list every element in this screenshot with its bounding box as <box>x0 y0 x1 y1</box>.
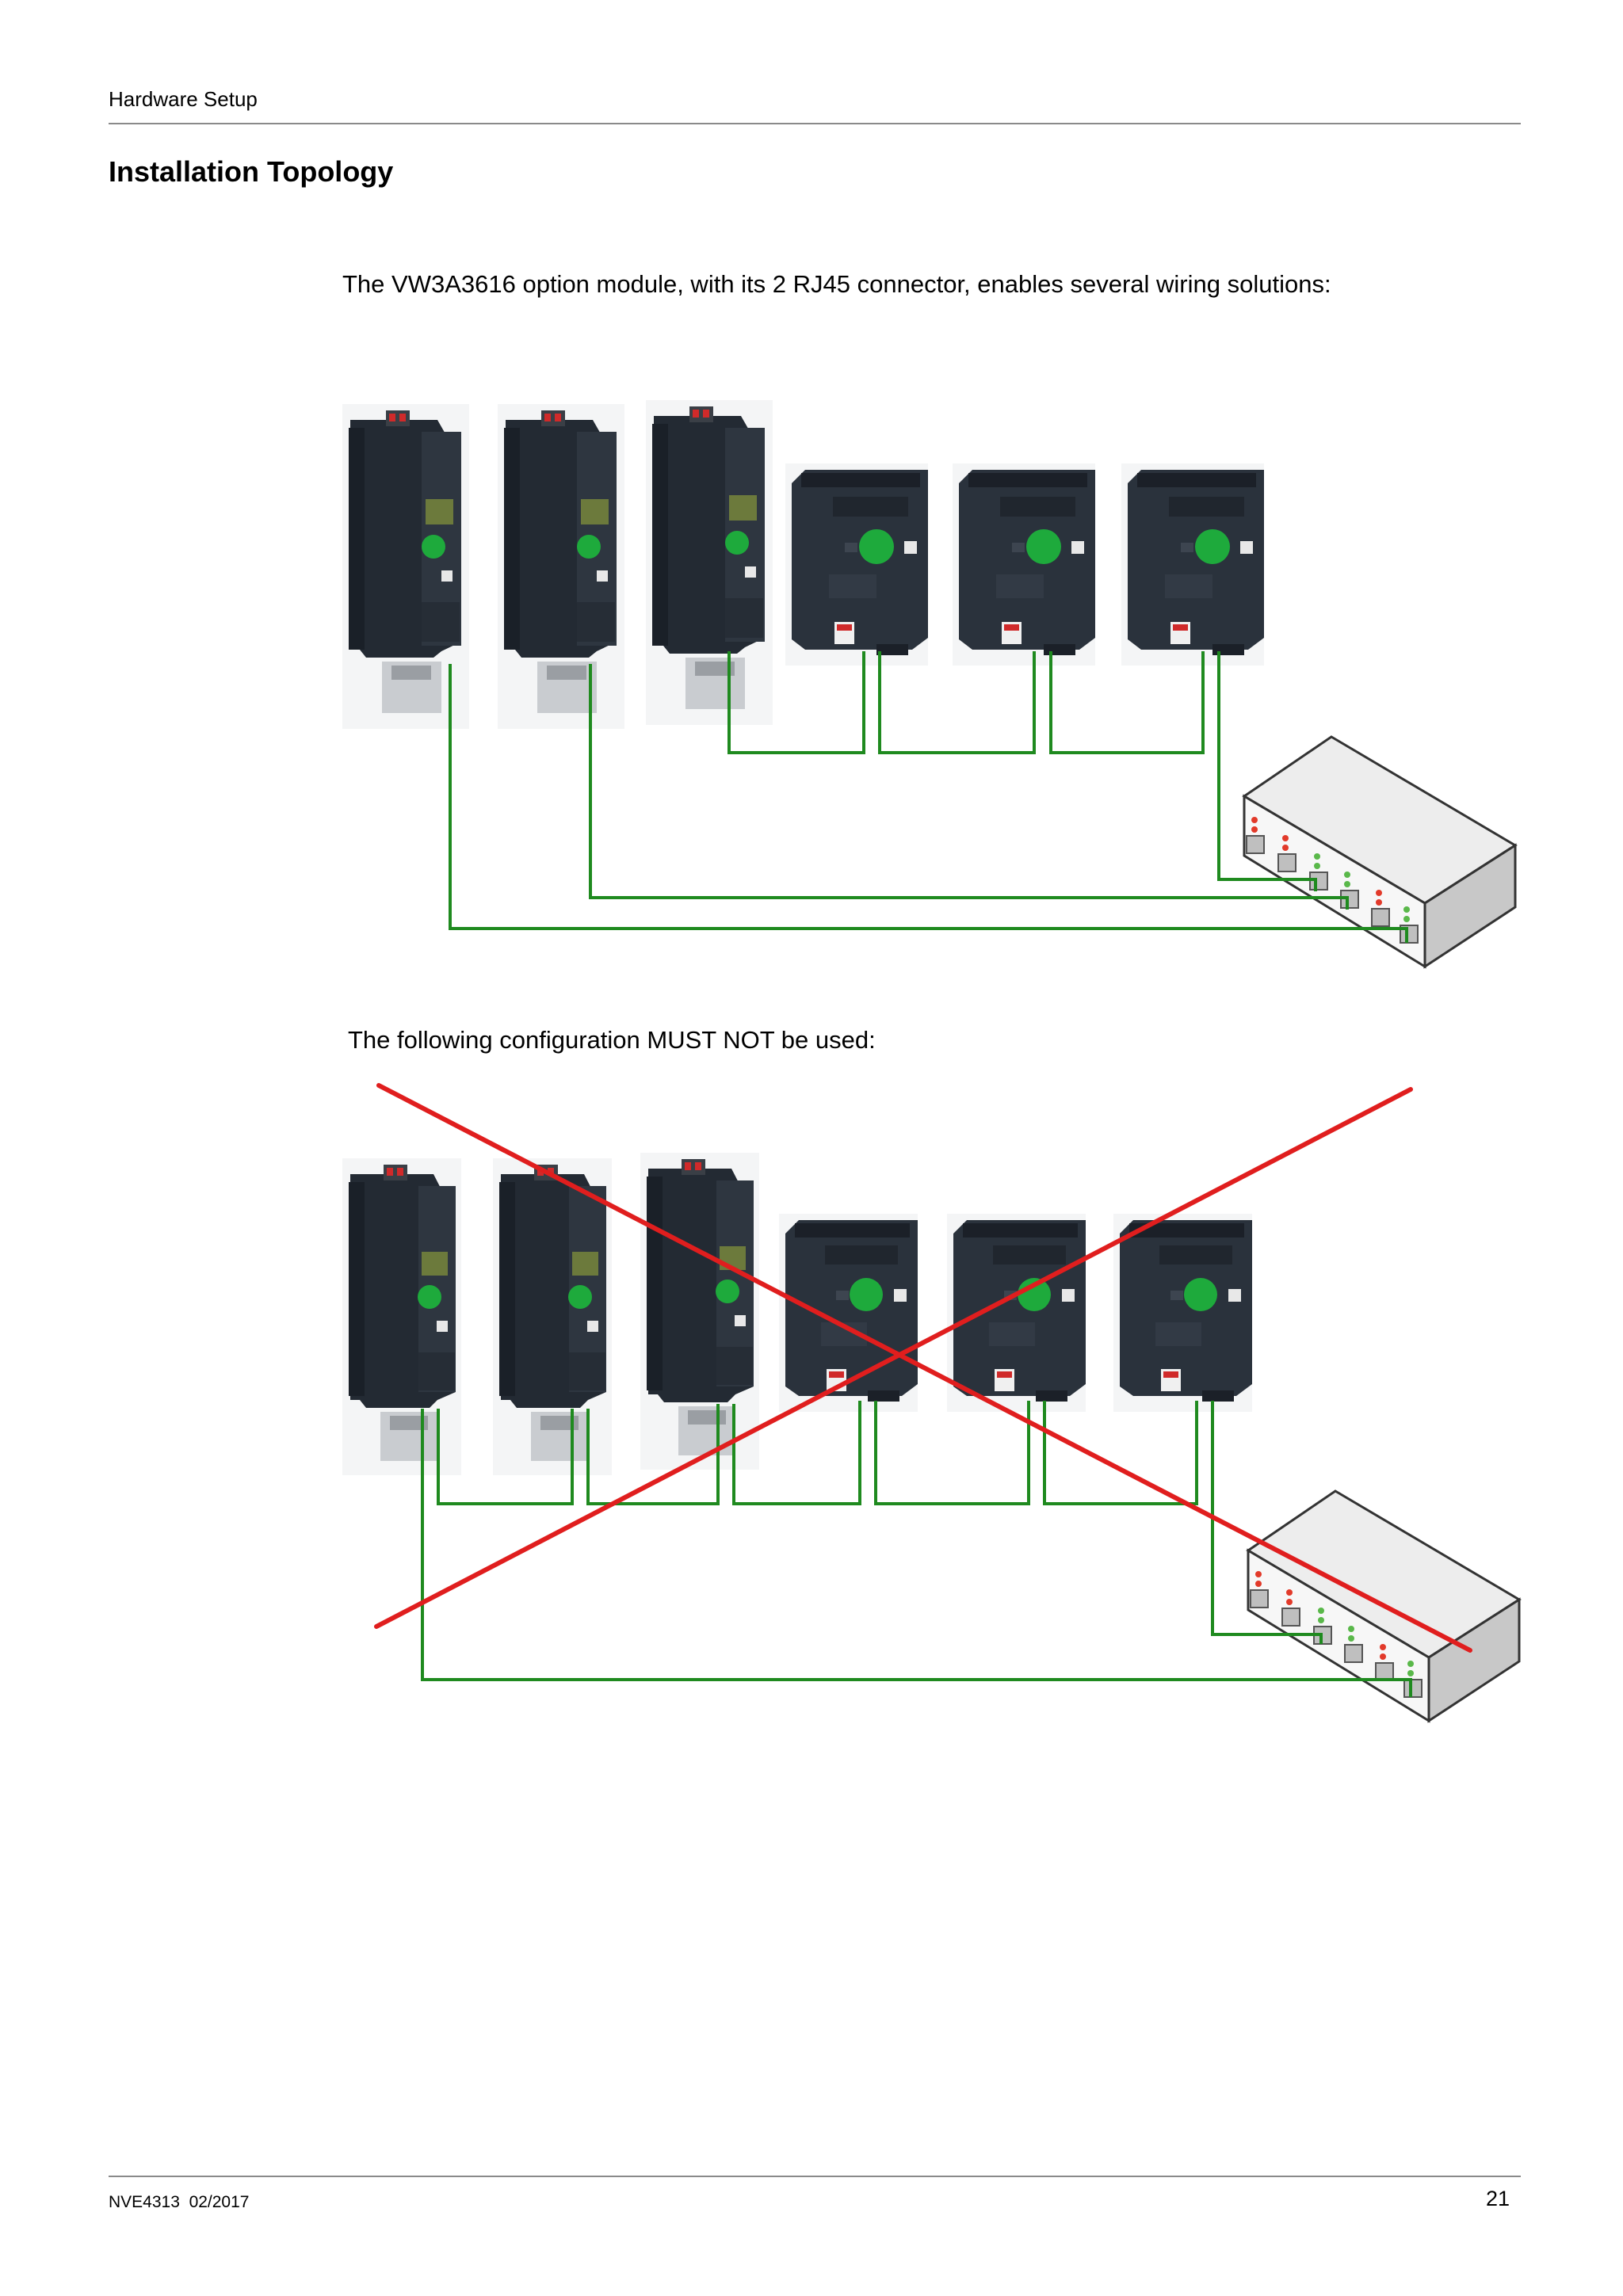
book-drive-icon <box>493 1158 612 1475</box>
book-drive-icon <box>640 1153 759 1470</box>
cross-out-icon <box>374 1083 1472 1653</box>
intro-text: The VW3A3616 option module, with its 2 R… <box>342 270 1331 298</box>
switch-ports <box>1250 1571 1423 1698</box>
header-rule <box>109 123 1521 124</box>
allowed-topology-diagram <box>342 400 1517 968</box>
page-number: 21 <box>1485 2187 1510 2210</box>
page-title: Installation Topology <box>109 155 394 188</box>
header-section-label: Hardware Setup <box>109 87 258 111</box>
book-drive-icon <box>498 404 624 729</box>
book-drive-icon <box>646 400 773 725</box>
compact-drive-icon <box>785 463 928 666</box>
ethernet-cables <box>449 651 1408 943</box>
footer-rule <box>109 2176 1521 2177</box>
compact-drive-icon <box>953 463 1095 666</box>
warning-text: The following configuration MUST NOT be … <box>348 1026 876 1054</box>
footer-doc-code: NVE4313 02/2017 <box>109 2193 250 2211</box>
compact-drive-icon <box>947 1214 1086 1412</box>
compact-drive-icon <box>1113 1214 1252 1412</box>
forbidden-topology-diagram <box>342 1083 1521 1722</box>
ethernet-switch-icon <box>1243 735 1517 968</box>
book-drive-icon <box>342 1158 461 1475</box>
compact-drive-icon <box>1121 463 1264 666</box>
